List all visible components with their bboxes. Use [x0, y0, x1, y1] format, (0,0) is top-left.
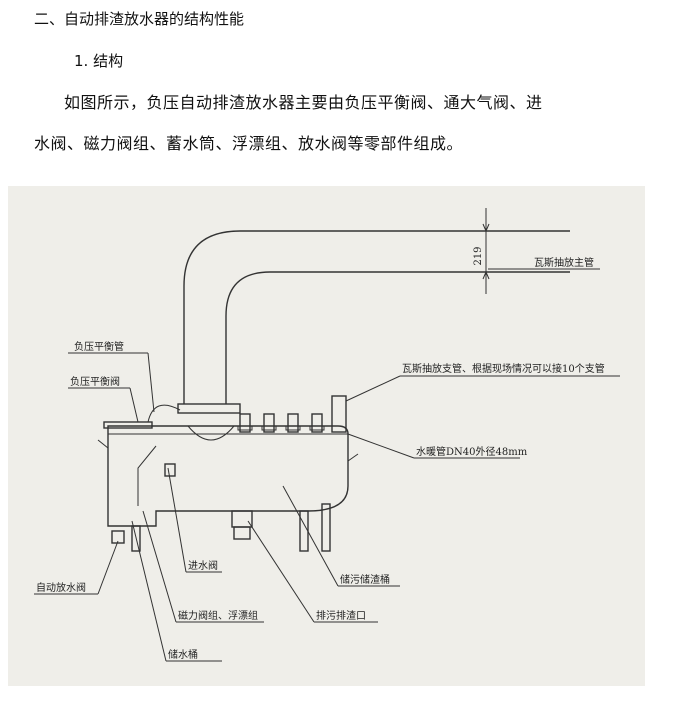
pipe-flange	[177, 403, 241, 414]
leader-magnetic	[142, 510, 177, 623]
section-title: 二、自动排渣放水器的结构性能	[34, 10, 245, 28]
leader-water-tank	[131, 520, 167, 662]
tank-body	[107, 425, 349, 527]
label-water-tank: 储水桶	[168, 648, 198, 661]
leg-right-2	[321, 503, 331, 552]
main-pipe-inner	[225, 271, 570, 404]
label-sewage-outlet: 排污排渣口	[316, 609, 366, 622]
leader-sewage-tank	[282, 485, 339, 587]
label-magnetic-float: 磁力阀组、浮漂组	[178, 609, 258, 622]
label-sewage-tank: 储污储渣桶	[340, 573, 390, 586]
structure-diagram: 219	[8, 186, 645, 686]
inner-dome	[187, 425, 235, 441]
leader-inlet	[167, 467, 187, 573]
inner-baffle	[137, 445, 157, 506]
leader-branch	[345, 375, 401, 402]
leader-balance-pipe-d	[147, 352, 155, 413]
main-pipe-outer	[183, 230, 570, 404]
leg-left	[131, 525, 141, 552]
leader-outlet	[247, 520, 315, 623]
subsection-title: 1. 结构	[74, 52, 124, 70]
label-inlet-valve: 进水阀	[188, 559, 218, 572]
leader-auto-drain	[97, 540, 119, 595]
label-gas-main-pipe: 瓦斯抽放主管	[534, 256, 594, 269]
auto-drain-valve	[111, 530, 125, 544]
branch-valves	[237, 395, 347, 433]
diagram-svg: 219	[34, 208, 620, 662]
sewage-outlet-base	[233, 526, 251, 540]
paragraph-line-2: 水阀、磁力阀组、蓄水筒、浮漂组、放水阀等零部件组成。	[34, 134, 464, 153]
balance-pipe	[147, 404, 181, 423]
sewage-outlet	[231, 510, 253, 528]
handle-right	[347, 453, 359, 462]
label-balance-pipe: 负压平衡管	[74, 340, 124, 353]
label-bellows: 水暖管DN40外径48mm	[416, 445, 528, 458]
dimension-label: 219	[473, 246, 484, 265]
leader-balance-valve-d	[129, 387, 139, 423]
handle-left	[97, 439, 109, 449]
inlet-valve-box	[164, 463, 176, 477]
label-auto-drain-valve: 自动放水阀	[36, 581, 86, 594]
paragraph-line-1: 如图所示，负压自动排渣放水器主要由负压平衡阀、通大气阀、进	[64, 93, 543, 112]
label-branch-pipe: 瓦斯抽放支管、根据现场情况可以接10个支管	[402, 362, 605, 375]
leader-bellows	[347, 433, 415, 459]
cover-plate	[103, 421, 153, 429]
label-balance-valve: 负压平衡阀	[70, 375, 120, 388]
leg-right-1	[299, 510, 309, 552]
